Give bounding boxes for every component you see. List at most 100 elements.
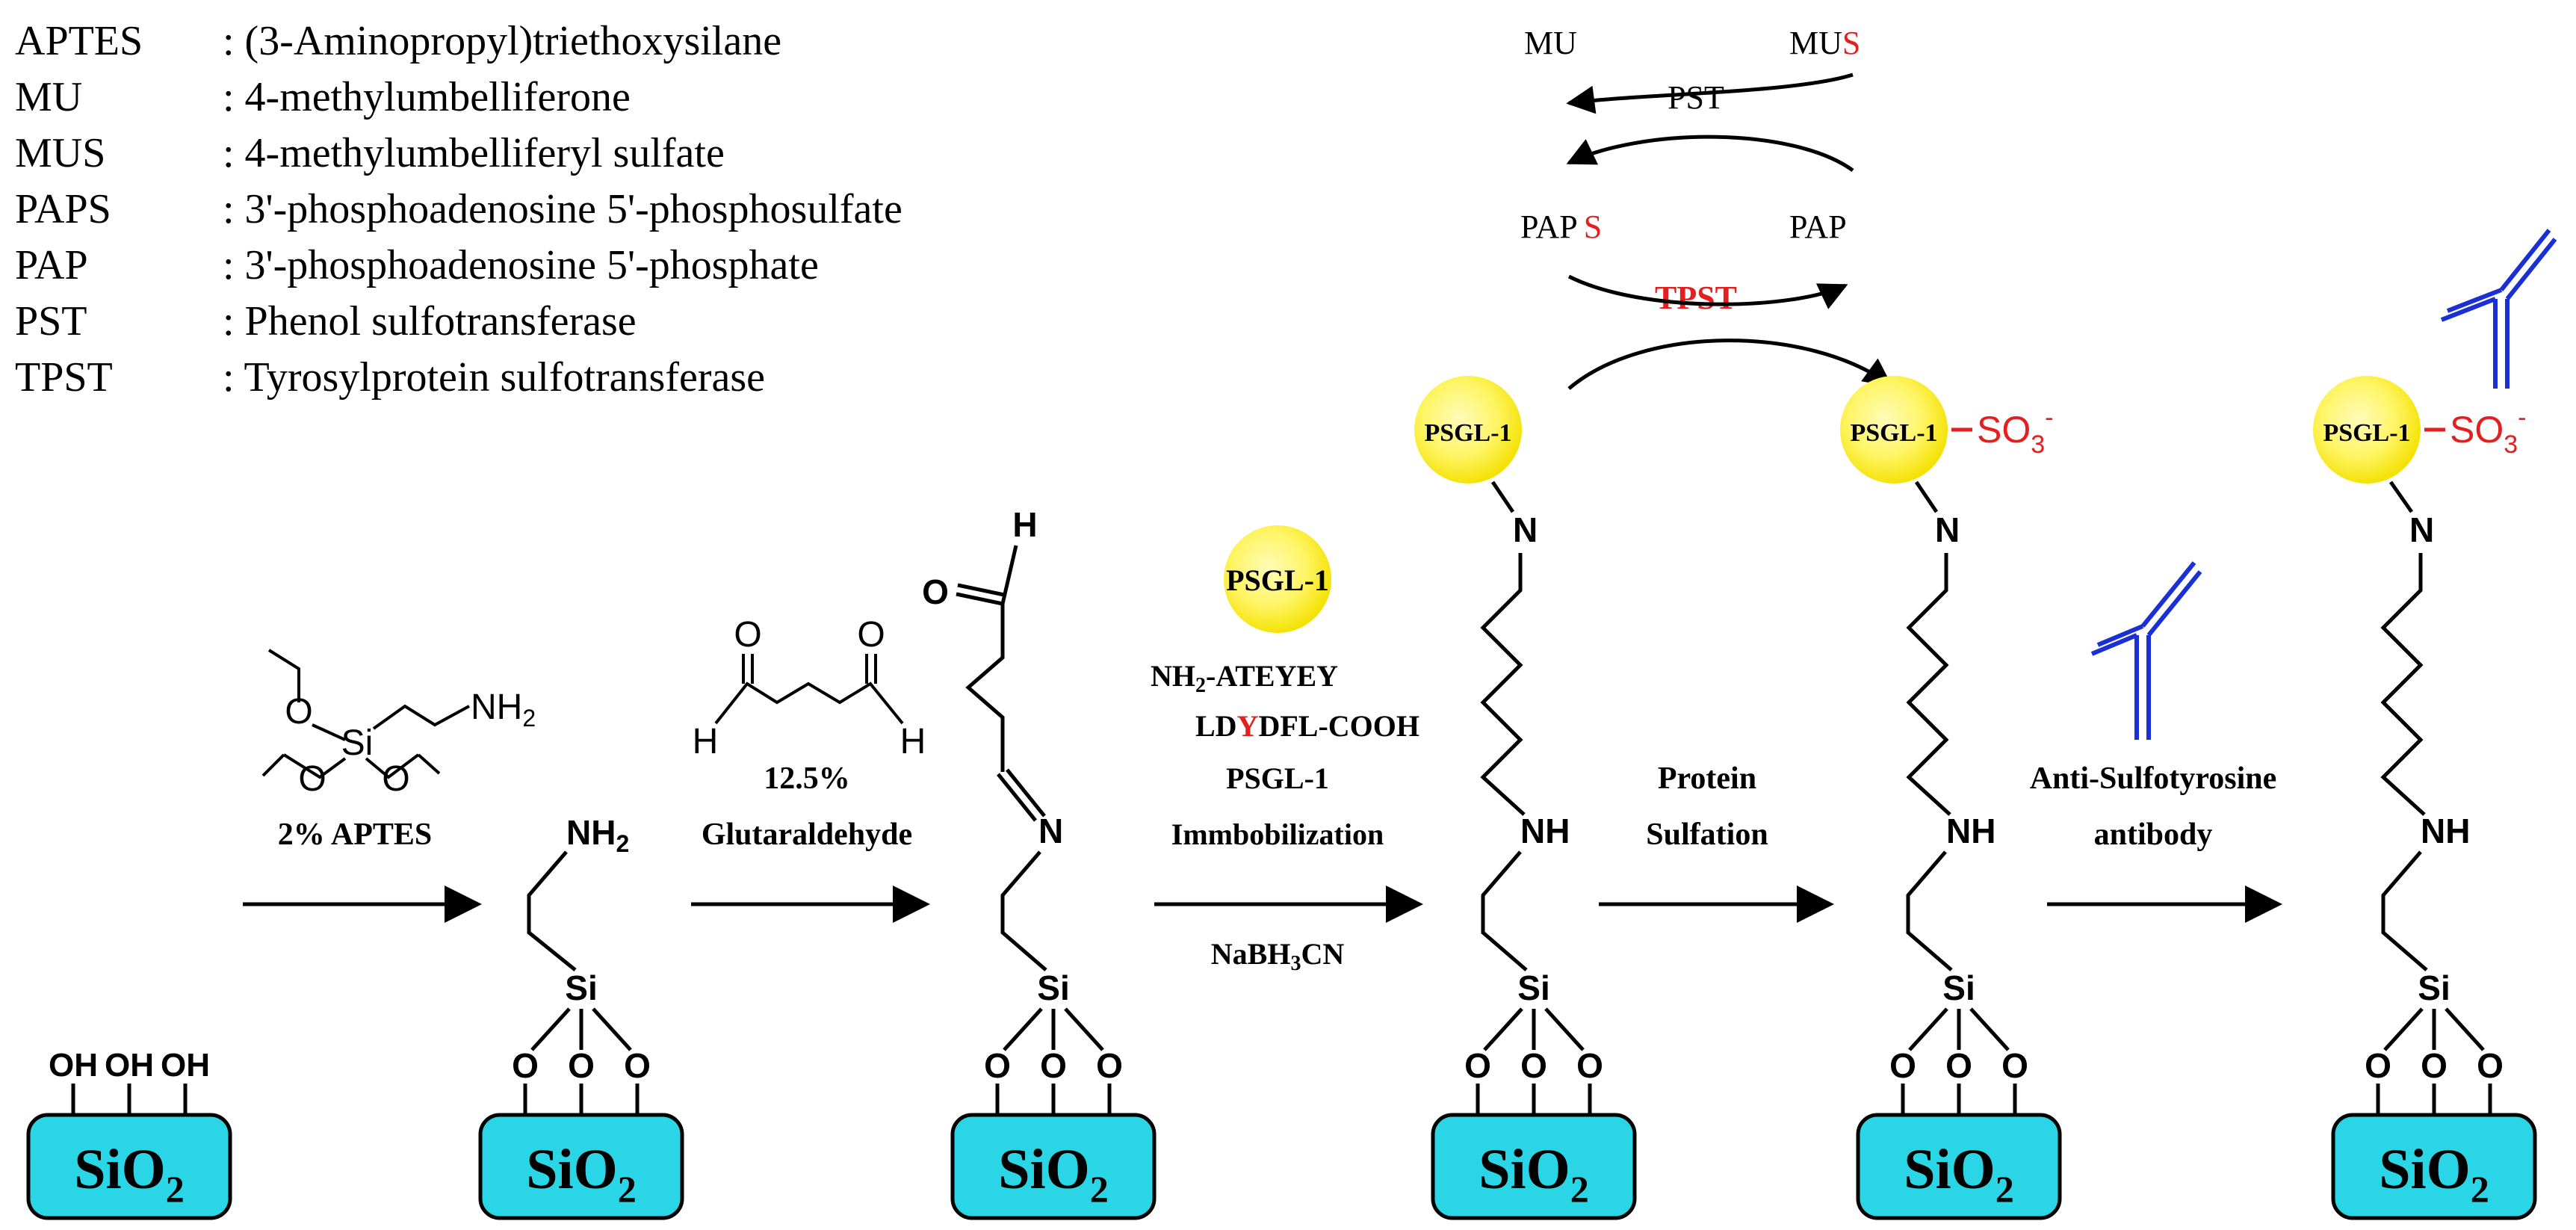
si-o-bond: [2445, 1007, 2485, 1051]
cycle-tpst-label: TPST: [1655, 279, 1737, 316]
psgl1-sequence-line2: LDYDFL-COOH: [1195, 709, 1419, 743]
hydroxyl-label: OH: [105, 1047, 154, 1084]
oxygen-label: O: [1040, 1046, 1067, 1085]
pst-arrow-pap-to-paps: [1566, 135, 1854, 173]
sio2-label: SiO2: [74, 1138, 185, 1210]
aptes-silicon-label: Si: [341, 723, 374, 763]
step-immobilization-protein: PSGL-1: [1226, 761, 1329, 795]
oxygen-label: O: [568, 1046, 595, 1085]
si-o-bond: [1483, 1007, 1523, 1051]
pentyl-chain: [2380, 553, 2426, 816]
step-immobilization-reagent: NaBH3CN: [1211, 937, 1345, 975]
sio2-label: SiO2: [1479, 1138, 1589, 1210]
legend-definition: : 4-methylumbelliferone: [223, 74, 631, 120]
legend-definition: : 4-methylumbelliferyl sulfate: [223, 130, 725, 176]
aptes-molecule: [261, 649, 470, 779]
oxygen-label: O: [512, 1046, 539, 1085]
oxygen-label: O: [2001, 1046, 2028, 1085]
n-protein-bond: [2388, 480, 2414, 513]
si-o-bond: [592, 1007, 632, 1051]
oxygen-label: O: [624, 1046, 651, 1085]
oxygen-label: O: [1464, 1046, 1491, 1085]
amine-nh-label: NH: [2421, 812, 2470, 850]
sio2-label: SiO2: [2379, 1138, 2489, 1210]
imine-double-bond: [1006, 768, 1046, 818]
step-sulfation: Protein Sulfation: [1599, 761, 1834, 923]
silicon-label: Si: [1942, 968, 1975, 1007]
legend-definition: : 3'-phosphoadenosine 5'-phosphosulfate: [223, 186, 902, 232]
step-glutaraldehyde: O O H H 12.5% Glutaraldehyde: [691, 615, 930, 923]
aldehyde-co-bond: [957, 583, 1005, 597]
step-immobilization-label: Immbobilization: [1171, 818, 1384, 851]
legend-definition: : 3'-phosphoadenosine 5'-phosphate: [223, 242, 819, 288]
aptes-bond: [312, 723, 346, 741]
sulfate-group-label: SO3-: [1977, 404, 2054, 459]
step-sulfation-label: Sulfation: [1646, 818, 1768, 852]
propyl-chain: [1000, 850, 1047, 971]
aptes-amine-label: NH2: [471, 687, 536, 732]
psgl1-ball-label: PSGL-1: [1850, 419, 1937, 447]
legend-entry-tpst: TPST : Tyrosylprotein sulfotransferase: [15, 354, 765, 401]
legend-abbr: PST: [15, 298, 87, 344]
pentyl-chain: [1906, 553, 1951, 816]
aldehyde-co-bond: [956, 592, 1003, 606]
oxygen-label: O: [1096, 1046, 1123, 1085]
aldehyde-surface: SiO2 O O O Si N O H: [922, 505, 1157, 1220]
cycle-pst-label: PST: [1668, 79, 1724, 116]
glutaraldehyde-oxygen: O: [734, 615, 761, 655]
step-glutaraldehyde-label: Glutaraldehyde: [702, 818, 912, 852]
psgl1-protein-ball: [1840, 376, 1948, 483]
si-o-bond: [530, 1007, 571, 1051]
step-sulfation-label: Protein: [1658, 761, 1756, 796]
aptes-oxygen-label: O: [298, 759, 326, 799]
step-aptes: O Si O O NH2 2% APTES: [243, 649, 536, 923]
oxygen-label: O: [2477, 1046, 2504, 1085]
step-antibody-label: Anti-Sulfotyrosine: [2030, 761, 2277, 796]
aptes-oxygen-label: O: [285, 692, 312, 732]
propyl-chain: [1481, 850, 1528, 971]
n-protein-bond: [1490, 480, 1515, 513]
amine-nh-label: NH: [1946, 812, 1996, 850]
aptes-ethoxy-bond: [282, 753, 347, 779]
amine-n-label: N: [2409, 510, 2434, 549]
legend-abbr: PAP: [15, 242, 88, 288]
glutaraldehyde-hydrogen: H: [693, 722, 719, 761]
psgl1-protein-ball: [2313, 376, 2421, 483]
aptes-ethoxy-bond: [365, 753, 420, 779]
legend-entry-paps: PAPS : 3'-phosphoadenosine 5'-phosphosul…: [15, 186, 902, 232]
psgl1-sequence-line1: NH2-ATEYEY: [1151, 659, 1338, 697]
aldehyde-oxygen-label: O: [922, 572, 949, 611]
psgl1-ball-label: PSGL-1: [1424, 419, 1511, 447]
legend-definition: : (3-Aminopropyl)triethoxysilane: [223, 18, 781, 64]
hydroxyl-label: OH: [161, 1047, 210, 1084]
legend-abbr: TPST: [15, 354, 113, 401]
antibody-arm: [2146, 570, 2202, 637]
step-antibody-label: antibody: [2094, 818, 2213, 852]
aptes-oxygen-label: O: [382, 759, 409, 799]
si-o-bond: [1969, 1007, 2010, 1051]
silicon-label: Si: [1517, 968, 1549, 1007]
antibody-arm: [2096, 624, 2144, 647]
step-glutaraldehyde-concentration: 12.5%: [764, 761, 850, 796]
legend-definition: : Tyrosylprotein sulfotransferase: [223, 354, 765, 401]
tpst-arrow-psgl-to-sulfated: [1567, 339, 1893, 390]
glutaraldehyde-oxygen: O: [857, 615, 885, 655]
legend: APTES : (3-Aminopropyl)triethoxysilane M…: [15, 18, 902, 401]
cycle-mu-label: MU: [1524, 25, 1577, 61]
oxygen-label: O: [2365, 1046, 2391, 1085]
antibody-arm: [2446, 288, 2503, 313]
legend-entry-mus: MUS : 4-methylumbelliferyl sulfate: [15, 130, 725, 176]
amine-label: NH2: [566, 813, 629, 857]
antibody-arm: [2090, 633, 2138, 656]
oxygen-label: O: [1576, 1046, 1603, 1085]
amine-nh-label: NH: [1520, 812, 1570, 850]
aptes-bond: [417, 753, 441, 775]
legend-entry-pst: PST : Phenol sulfotransferase: [15, 298, 637, 344]
legend-definition: : Phenol sulfotransferase: [223, 298, 637, 344]
legend-entry-pap: PAP : 3'-phosphoadenosine 5'-phosphate: [15, 242, 819, 288]
step-antibody: Anti-Sulfotyrosine antibody: [2030, 561, 2282, 923]
pst-arrow-mus-to-mu: [1566, 72, 1854, 114]
silicon-label: Si: [565, 968, 597, 1007]
